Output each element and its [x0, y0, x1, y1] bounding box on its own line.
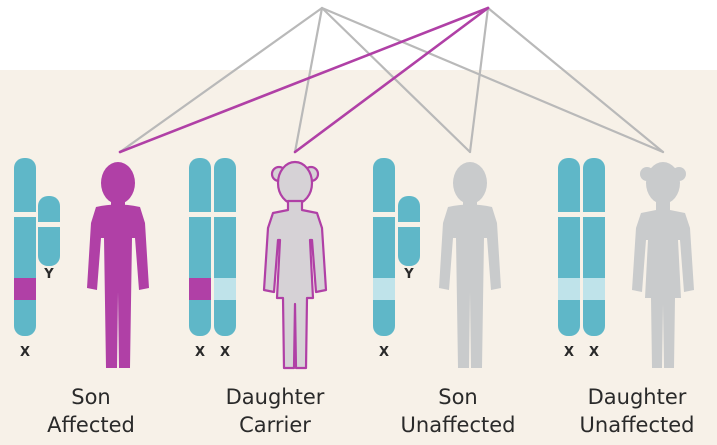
- caption-status: Unaffected: [557, 411, 717, 439]
- y-chromosome: [37, 196, 61, 266]
- x-label-right: X: [589, 345, 599, 360]
- caption-relation: Son: [11, 383, 171, 411]
- caption-daughter-carrier: Daughter Carrier: [195, 383, 355, 439]
- x-chromosome-left: [557, 158, 581, 336]
- x-label-right: X: [220, 345, 230, 360]
- x-chromosome-right: [582, 158, 606, 336]
- mutation-band: [189, 278, 211, 300]
- normal-band: [583, 278, 605, 300]
- x-label: X: [20, 345, 30, 360]
- x-chromosome-left: [188, 158, 212, 336]
- mutation-band: [14, 278, 36, 300]
- caption-relation: Son: [378, 383, 538, 411]
- normal-band: [214, 278, 236, 300]
- caption-son-affected: Son Affected: [11, 383, 171, 439]
- caption-status: Affected: [11, 411, 171, 439]
- y-label: Y: [43, 267, 54, 282]
- caption-status: Carrier: [195, 411, 355, 439]
- caption-relation: Daughter: [195, 383, 355, 411]
- normal-band: [558, 278, 580, 300]
- normal-band: [373, 278, 395, 300]
- x-label-left: X: [195, 345, 205, 360]
- x-chromosome-right: [213, 158, 237, 336]
- caption-son-unaffected: Son Unaffected: [378, 383, 538, 439]
- y-label: Y: [403, 267, 414, 282]
- x-chromosome: [372, 158, 396, 336]
- y-chromosome: [397, 196, 421, 266]
- x-label: X: [379, 345, 389, 360]
- caption-daughter-unaffected: Daughter Unaffected: [557, 383, 717, 439]
- x-label-left: X: [564, 345, 574, 360]
- caption-relation: Daughter: [557, 383, 717, 411]
- x-chromosome: [13, 158, 37, 336]
- caption-status: Unaffected: [378, 411, 538, 439]
